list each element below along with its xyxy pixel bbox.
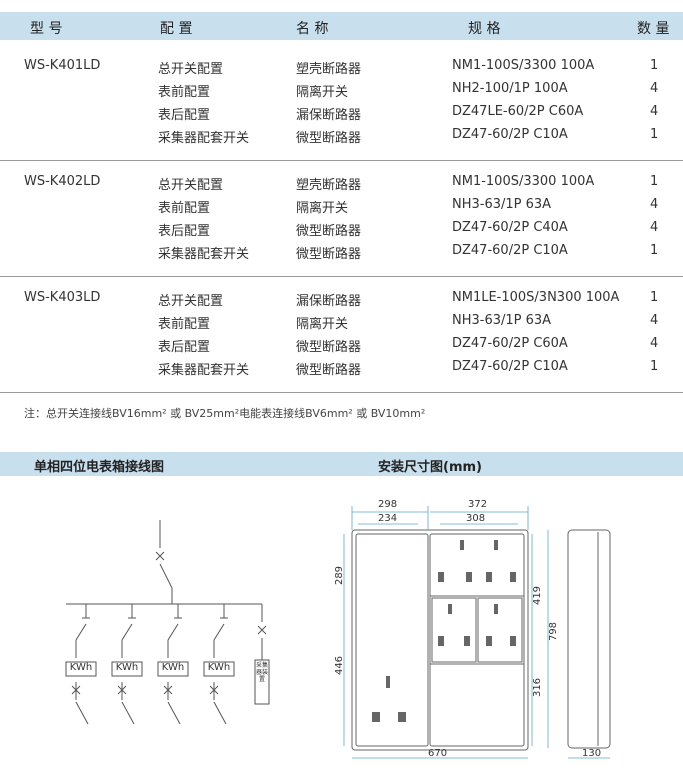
model-cell: WS-K403LD — [24, 290, 101, 305]
spec-cell: DZ47-60/2P C10A — [452, 359, 568, 374]
qty-cell: 1 — [650, 243, 659, 258]
header-name: 名 称 — [296, 21, 329, 37]
name-cell: 塑壳断路器 — [296, 178, 362, 193]
dim-234: 234 — [378, 513, 398, 524]
name-cell: 漏保断路器 — [296, 294, 362, 309]
dim-289: 289 — [334, 565, 346, 586]
spec-cell: NH2-100/1P 100A — [452, 81, 568, 96]
spec-cell: DZ47-60/2P C10A — [452, 243, 568, 258]
model-cell: WS-K402LD — [24, 174, 101, 189]
spec-cell: DZ47LE-60/2P C60A — [452, 104, 584, 119]
group-divider — [0, 276, 683, 277]
config-cell: 表后配置 — [158, 108, 211, 123]
meter-label: KWh — [207, 662, 231, 673]
qty-cell: 4 — [650, 197, 659, 212]
spec-cell: DZ47-60/2P C60A — [452, 336, 568, 351]
config-cell: 总开关配置 — [158, 62, 224, 77]
dim-308: 308 — [466, 513, 486, 524]
wiring-diagram-title: 单相四位电表箱接线图 — [34, 460, 165, 475]
wiring-note: 注：总开关连接线BV16mm² 或 BV25mm²电能表连接线BV6mm² 或 … — [24, 407, 426, 420]
dim-798: 798 — [548, 621, 560, 642]
config-cell: 采集器配套开关 — [158, 247, 250, 262]
qty-cell: 1 — [650, 290, 659, 305]
spec-cell: DZ47-60/2P C40A — [452, 220, 568, 235]
header-model: 型 号 — [30, 21, 63, 37]
name-cell: 隔离开关 — [296, 317, 349, 332]
header-spec: 规 格 — [468, 21, 501, 37]
config-cell: 采集器配套开关 — [158, 131, 250, 146]
name-cell: 塑壳断路器 — [296, 62, 362, 77]
spec-cell: DZ47-60/2P C10A — [452, 127, 568, 142]
dimension-diagram-title: 安装尺寸图(mm) — [378, 460, 482, 475]
qty-cell: 4 — [650, 81, 659, 96]
collector-label: 采集器装置 — [256, 662, 269, 683]
meter-label: KWh — [161, 662, 185, 673]
dim-446: 446 — [334, 655, 346, 676]
table-bottom-divider — [0, 392, 683, 393]
name-cell: 微型断路器 — [296, 363, 362, 378]
qty-cell: 1 — [650, 174, 659, 189]
model-cell: WS-K401LD — [24, 58, 101, 73]
config-cell: 表后配置 — [158, 224, 211, 239]
spec-cell: NH3-63/1P 63A — [452, 197, 552, 212]
dim-419: 419 — [532, 585, 544, 606]
group-divider — [0, 160, 683, 161]
config-cell: 表前配置 — [158, 201, 211, 216]
qty-cell: 4 — [650, 220, 659, 235]
name-cell: 隔离开关 — [296, 201, 349, 216]
qty-cell: 1 — [650, 127, 659, 142]
spec-cell: NM1-100S/3300 100A — [452, 58, 595, 73]
name-cell: 漏保断路器 — [296, 108, 362, 123]
spec-cell: NH3-63/1P 63A — [452, 313, 552, 328]
meter-label: KWh — [69, 662, 93, 673]
header-qty: 数 量 — [637, 21, 670, 37]
config-cell: 表前配置 — [158, 85, 211, 100]
dim-298: 298 — [378, 499, 398, 510]
dim-316: 316 — [532, 677, 544, 698]
qty-cell: 4 — [650, 104, 659, 119]
spec-cell: NM1-100S/3300 100A — [452, 174, 595, 189]
spec-cell: NM1LE-100S/3N300 100A — [452, 290, 620, 305]
config-cell: 总开关配置 — [158, 294, 224, 309]
config-cell: 表前配置 — [158, 317, 211, 332]
config-cell: 表后配置 — [158, 340, 211, 355]
dim-372: 372 — [468, 499, 488, 510]
header-config: 配 置 — [160, 21, 193, 37]
section-header: 单相四位电表箱接线图 安装尺寸图(mm) — [0, 452, 683, 476]
config-cell: 总开关配置 — [158, 178, 224, 193]
name-cell: 微型断路器 — [296, 224, 362, 239]
dim-130: 130 — [582, 748, 602, 759]
dim-670: 670 — [428, 748, 448, 759]
qty-cell: 1 — [650, 359, 659, 374]
config-cell: 采集器配套开关 — [158, 363, 250, 378]
name-cell: 隔离开关 — [296, 85, 349, 100]
name-cell: 微型断路器 — [296, 247, 362, 262]
qty-cell: 1 — [650, 58, 659, 73]
name-cell: 微型断路器 — [296, 131, 362, 146]
qty-cell: 4 — [650, 313, 659, 328]
qty-cell: 4 — [650, 336, 659, 351]
meter-label: KWh — [115, 662, 139, 673]
table-header: 型 号 配 置 名 称 规 格 数 量 — [0, 12, 683, 40]
name-cell: 微型断路器 — [296, 340, 362, 355]
